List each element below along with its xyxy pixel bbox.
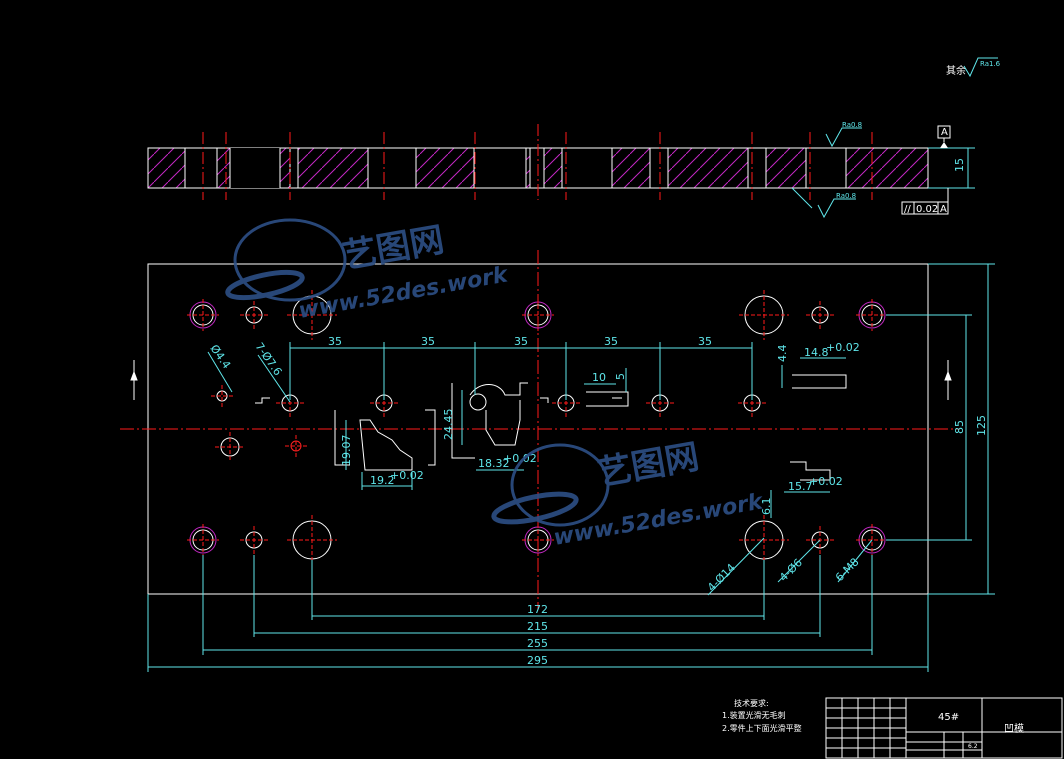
section-centerlines	[202, 124, 873, 200]
hole-centerline-19	[738, 389, 766, 417]
plan-view: 35 35 35 35 35 295 255 215 172 125 85 10…	[120, 250, 995, 672]
watermark-brand: 艺图网	[340, 220, 447, 277]
section-hole-gaps	[184, 147, 847, 189]
section-arrows	[130, 360, 952, 400]
svg-text:1.装置光滑无毛刺: 1.装置光滑无毛刺	[722, 710, 786, 720]
hole-centerline-20	[215, 432, 245, 462]
dim-172: 172	[527, 603, 548, 616]
dimension-text: 35 35 35 35 35 295 255 215 172 125 85 10…	[208, 335, 988, 667]
svg-text:其余: 其余	[946, 64, 966, 77]
dim-5: 5	[614, 373, 627, 380]
hole-callout-4-phi14: 4-Ø14	[705, 561, 738, 594]
watermark-url: www.52des.work	[552, 489, 766, 551]
dim-19-07: 19.07	[340, 435, 353, 467]
hole-centerline-6	[856, 299, 888, 331]
title-block	[825, 697, 1063, 759]
dim-24-45: 24.45	[442, 409, 455, 441]
part-name: 凹模	[1004, 723, 1024, 735]
dim-295: 295	[527, 654, 548, 667]
section-view: 15 A // 0.02 A Ra0.8 Ra0.8	[147, 121, 975, 219]
dim-4-4: 4.4	[776, 345, 789, 363]
dim-215: 215	[527, 620, 548, 633]
ratio: 6.2	[968, 743, 978, 750]
dim-85: 85	[953, 420, 966, 434]
svg-text://: //	[904, 204, 911, 215]
hole-centerline-17	[552, 389, 580, 417]
dimension-lines	[147, 263, 995, 672]
dim-14-8: 14.8	[804, 346, 829, 359]
technical-notes: 技术要求: 1.装置光滑无毛刺 2.零件上下面光滑平整	[722, 698, 802, 733]
hole-centerline-7	[187, 524, 219, 556]
hole-callout-7-phi7: 7-Ø7.6	[253, 340, 285, 378]
dim-10: 10	[592, 371, 606, 384]
svg-text:+0.02: +0.02	[390, 469, 424, 482]
thickness-label: 15	[953, 158, 966, 172]
svg-text:A: A	[941, 127, 948, 138]
svg-text:Ra1.6: Ra1.6	[980, 60, 1001, 68]
svg-text:Ra0.8: Ra0.8	[842, 121, 862, 129]
dim-18-32: 18.32	[478, 457, 510, 470]
dim-255: 255	[527, 637, 548, 650]
general-roughness: 其余 Ra1.6	[946, 57, 1001, 78]
svg-text:0.02: 0.02	[916, 204, 938, 215]
datum-a: A	[937, 125, 951, 148]
dim-35-1: 35	[328, 335, 342, 348]
dim-35-3: 35	[514, 335, 528, 348]
cavity-profiles	[255, 374, 847, 481]
hole-centerline-8	[240, 526, 268, 554]
hole-centerline-15	[276, 389, 304, 417]
dim-15-7: 15.7	[788, 480, 813, 493]
dim-6-1: 6.1	[760, 498, 773, 516]
watermark-brand: 艺图网	[595, 437, 702, 494]
thickness-dim	[928, 147, 975, 189]
watermark-1: 艺图网 www.52des.work	[225, 218, 511, 324]
watermark-url: www.52des.work	[297, 262, 511, 324]
svg-text:Ra0.8: Ra0.8	[836, 192, 856, 200]
hole-centerline-21	[285, 435, 307, 457]
dim-35-5: 35	[698, 335, 712, 348]
plan-centerlines	[120, 250, 960, 610]
hole-centerline-14	[211, 385, 233, 407]
hole-centerline-5	[806, 301, 834, 329]
hole-callout-6-m8: 6-M8	[833, 556, 862, 585]
svg-text:技术要求:: 技术要求:	[734, 698, 769, 708]
hole-centerline-4	[739, 290, 789, 340]
hole-centerline-0	[187, 299, 219, 331]
svg-text:2.零件上下面光滑平整: 2.零件上下面光滑平整	[722, 723, 802, 733]
hole-centerline-18	[646, 389, 674, 417]
hole-callout-4-phi6: 4-Ø6	[777, 556, 805, 584]
hole-centerline-11	[739, 515, 789, 565]
svg-text:+0.02: +0.02	[826, 341, 860, 354]
dim-125: 125	[975, 415, 988, 436]
dim-35-2: 35	[421, 335, 435, 348]
svg-text:+0.02: +0.02	[809, 475, 843, 488]
hole-centerline-16	[370, 389, 398, 417]
hole-centerline-1	[240, 301, 268, 329]
hole-centerline-10	[522, 524, 554, 556]
top-roughness-symbol	[825, 127, 862, 148]
bottom-roughness-symbol	[791, 187, 856, 219]
parallelism-frame	[901, 188, 949, 215]
material: 45#	[938, 712, 959, 723]
dim-19-2: 19.2	[370, 474, 395, 487]
svg-text:A: A	[940, 204, 947, 215]
hole-centerline-3	[522, 299, 554, 331]
hole-centerline-9	[287, 515, 337, 565]
dim-35-4: 35	[604, 335, 618, 348]
